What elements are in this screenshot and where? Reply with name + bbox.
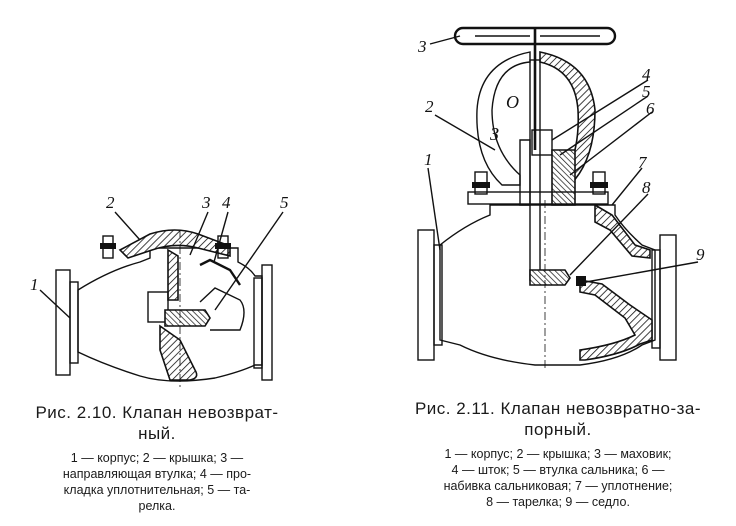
label-1: 1 (424, 150, 433, 169)
right-flange (261, 264, 273, 381)
handwheel-mark-open: О (506, 92, 519, 112)
label-8: 8 (642, 178, 651, 197)
label-4: 4 (222, 193, 231, 212)
caption-line: ный. (138, 424, 176, 443)
packing (551, 149, 576, 206)
label-3: 3 (417, 37, 427, 56)
legend-line: 1 — корпус; 2 — крышка; 3 — маховик; (444, 447, 672, 461)
label-7: 7 (638, 153, 648, 172)
label-1: 1 (30, 275, 39, 294)
left-flange (417, 229, 435, 361)
handwheel-mark-close: З (490, 124, 499, 144)
caption-line: порный. (524, 420, 592, 439)
valve-drawing-globe: О З 3 2 1 4 5 6 7 8 9 (417, 26, 705, 370)
caption-2-10: Рис. 2.10. Клапан невозврат- ный. (12, 402, 302, 444)
legend-line: кладка уплотнительная; 5 — та- (63, 483, 251, 497)
figure-2-10: 2 3 4 5 1 Рис. 2.10. Клапан невозврат- н… (0, 0, 300, 526)
legend-line: направляющая втулка; 4 — про- (62, 467, 252, 481)
caption-line: Рис. 2.11. Клапан невозвратно-за- (414, 399, 702, 418)
legend-line: 8 — тарелка; 9 — седло. (486, 495, 630, 509)
cover-section (118, 229, 231, 259)
label-2: 2 (425, 97, 434, 116)
disc-section (164, 309, 211, 327)
legend-line: 1 — корпус; 2 — крышка; 3 — (70, 451, 244, 465)
yoke-left (476, 51, 531, 186)
left-flange (55, 269, 71, 376)
legend-2-11: 1 — корпус; 2 — крышка; 3 — маховик; 4 —… (380, 446, 736, 510)
caption-line: Рис. 2.10. Клапан невозврат- (35, 403, 279, 422)
valve-body-outline (77, 247, 263, 382)
caption-2-11: Рис. 2.11. Клапан невозвратно-за- порный… (380, 398, 736, 440)
legend-2-10: 1 — корпус; 2 — крышка; 3 — направляющая… (12, 450, 302, 514)
label-6: 6 (646, 99, 655, 118)
disc-section (529, 269, 571, 286)
valve-drawing-check: 2 3 4 5 1 (30, 193, 289, 390)
label-3: 3 (201, 193, 211, 212)
label-9: 9 (696, 245, 705, 264)
label-4: 4 (642, 65, 651, 84)
label-5: 5 (280, 193, 289, 212)
valve-body-outline (439, 204, 656, 366)
figure-2-11: О З 3 2 1 4 5 6 7 8 9 Рис. 2.11. Клапан … (380, 0, 736, 526)
label-2: 2 (106, 193, 115, 212)
legend-line: набивка сальниковая; 7 — уплотнение; (443, 479, 673, 493)
seat (576, 276, 586, 286)
legend-line: релка. (138, 499, 176, 513)
label-5: 5 (642, 82, 651, 101)
legend-line: 4 — шток; 5 — втулка сальника; 6 — (451, 463, 665, 477)
right-flange (659, 234, 677, 361)
